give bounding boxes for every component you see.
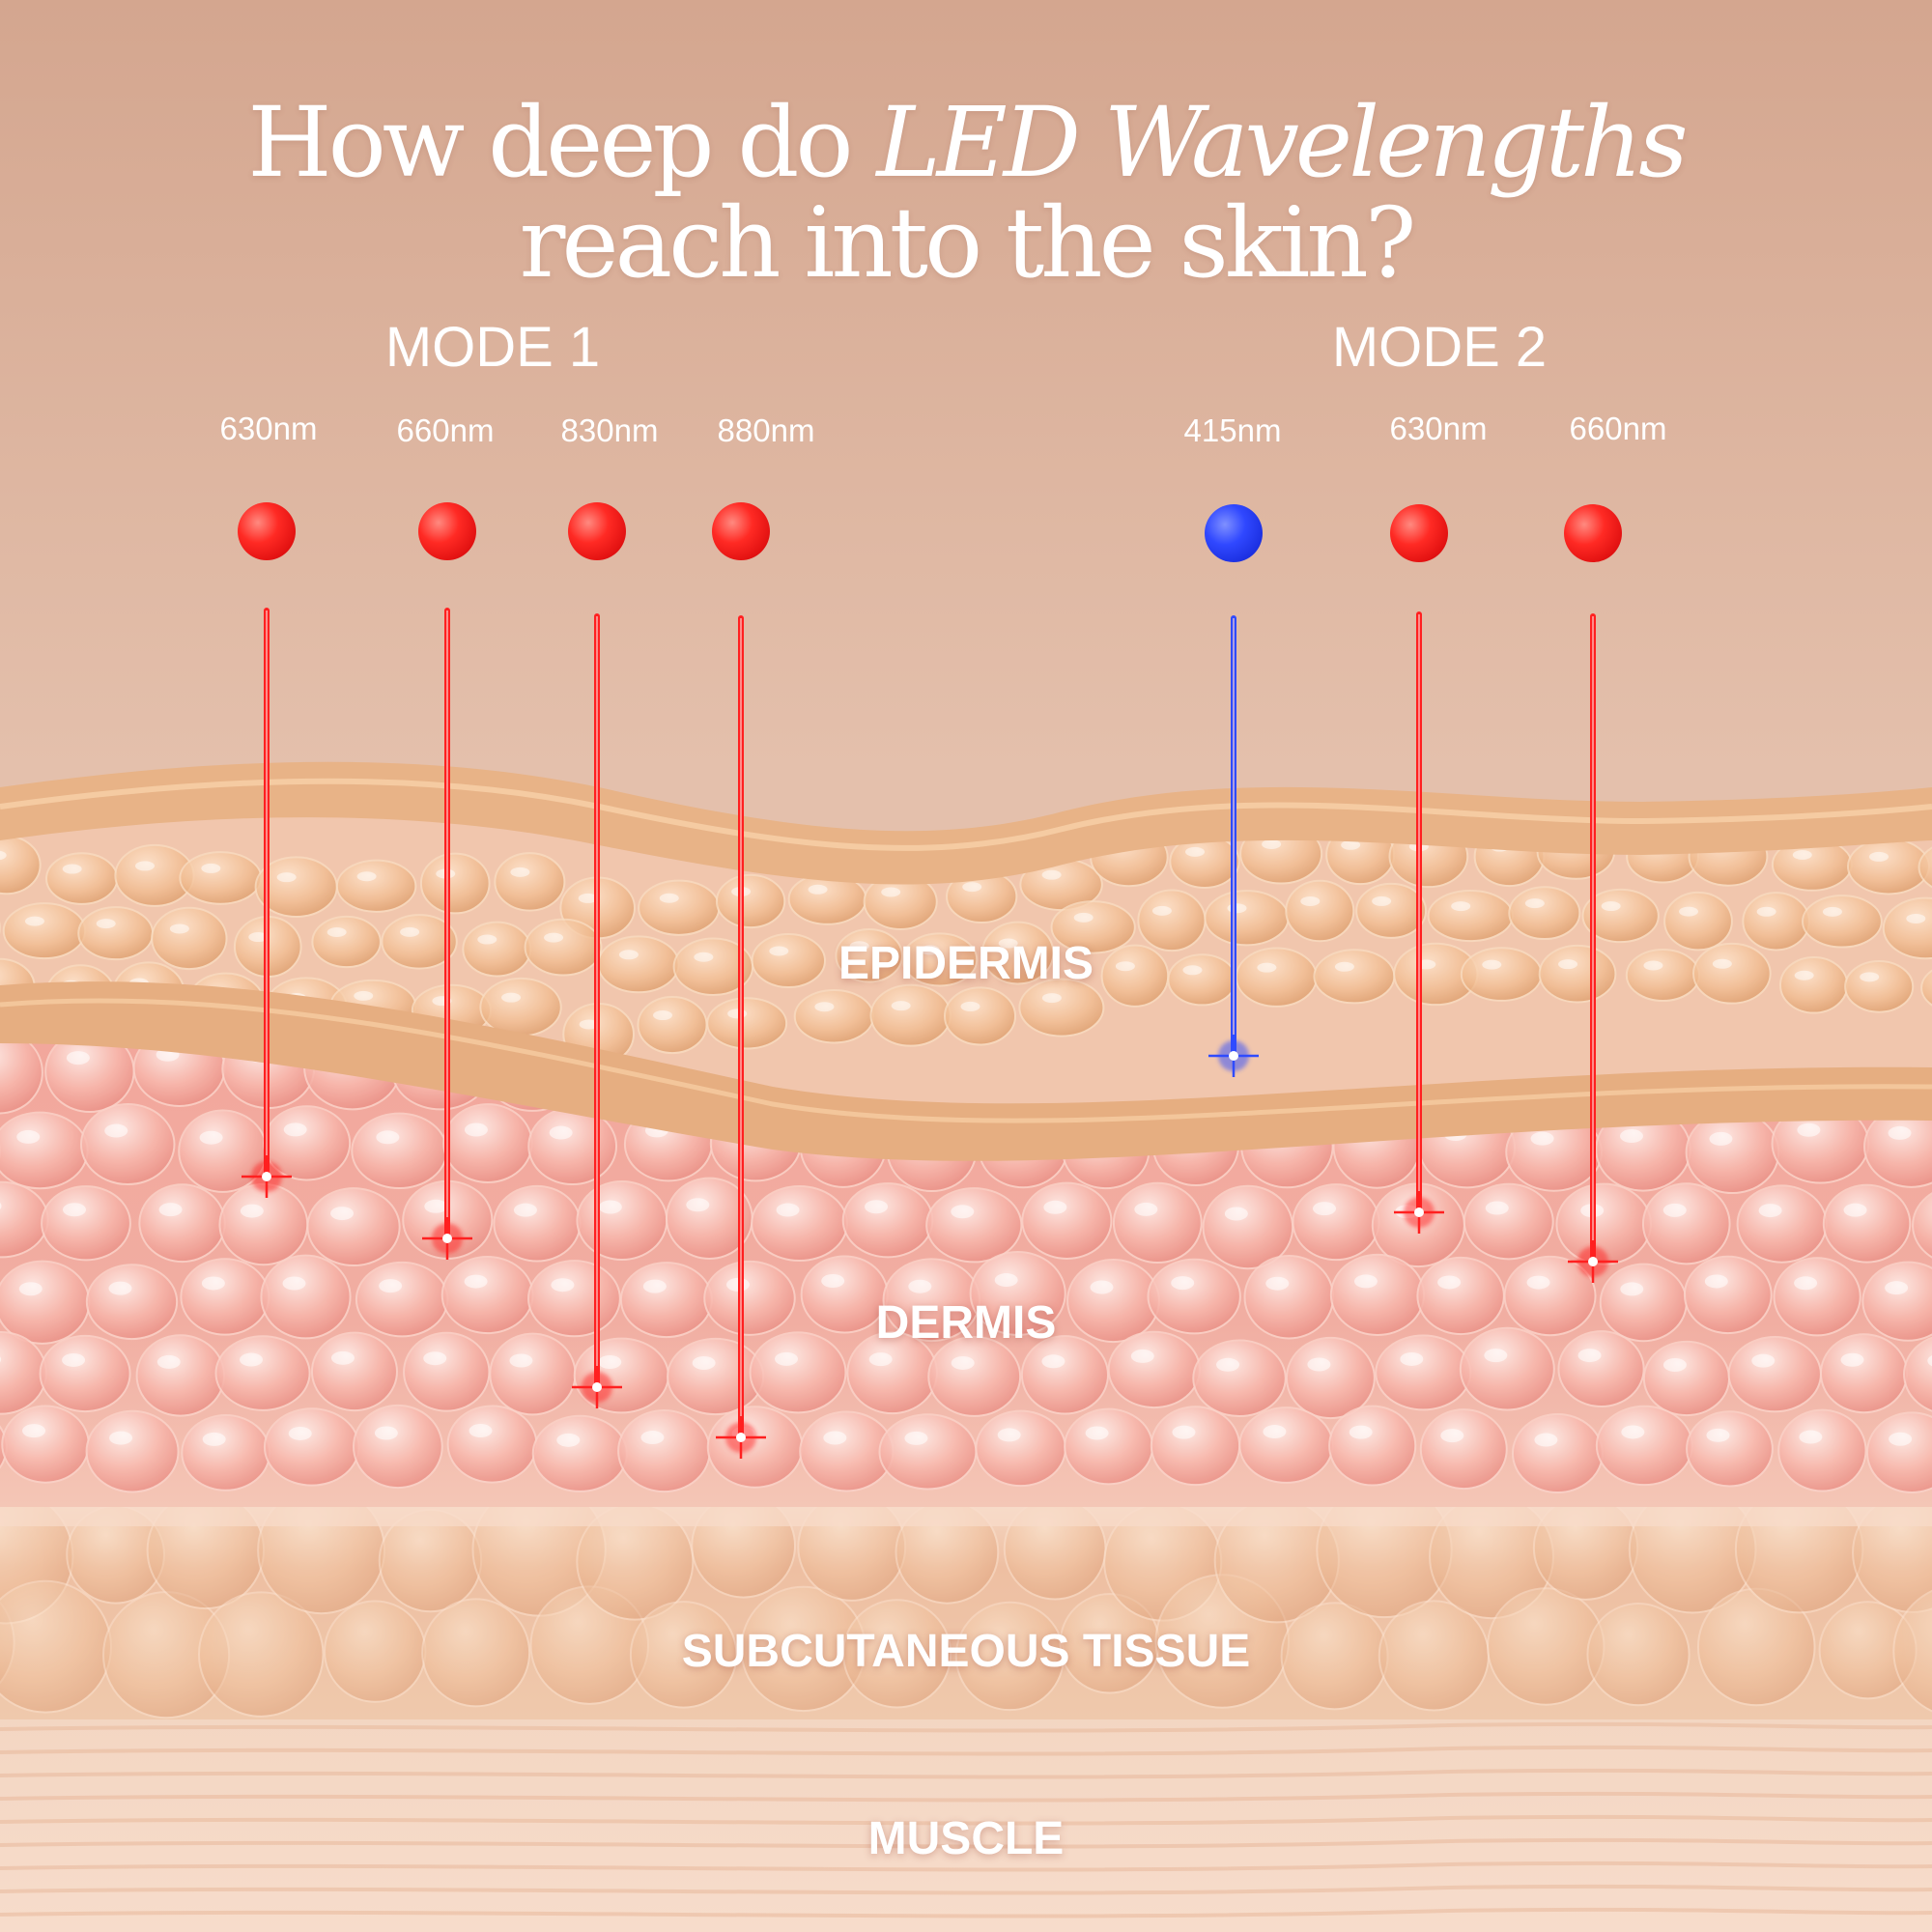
led-dot-mode1-880 <box>712 502 770 560</box>
layer-label-subcutaneous: SUBCUTANEOUS TISSUE <box>681 1626 1251 1677</box>
wavelength-label-mode2-630: 630nm <box>1389 411 1488 446</box>
wavelength-label-mode2-415: 415nm <box>1183 412 1282 448</box>
headline-start: How deep do <box>247 86 877 199</box>
wavelength-label-mode1-630: 630nm <box>219 411 318 446</box>
led-dot-mode1-830 <box>568 502 626 560</box>
epidermis-cells <box>0 823 1932 1065</box>
led-dot-mode2-630 <box>1390 504 1448 562</box>
mode-1-label: MODE 1 <box>384 316 601 379</box>
layer-label-dermis: DERMIS <box>875 1297 1057 1349</box>
mode-2-label: MODE 2 <box>1331 316 1548 379</box>
light-beam-mode2-415 <box>1208 615 1259 1077</box>
layer-label-muscle: MUSCLE <box>867 1813 1065 1864</box>
headline-line-1: How deep do LED Wavelengths <box>0 93 1932 193</box>
light-beam-mode1-660 <box>422 608 472 1260</box>
light-beam-mode1-630 <box>242 608 292 1198</box>
wavelength-label-mode2-660: 660nm <box>1569 411 1667 446</box>
wavelength-label-mode1-660: 660nm <box>396 412 495 448</box>
headline-line-2: reach into the skin? <box>519 186 1417 299</box>
led-dot-mode2-415 <box>1205 504 1263 562</box>
wavelength-label-mode1-830: 830nm <box>560 412 659 448</box>
headline-emphasis: LED Wavelengths <box>876 86 1688 199</box>
light-beam-mode2-660 <box>1568 613 1618 1283</box>
layer-label-epidermis: EPIDERMIS <box>838 938 1094 989</box>
led-dot-mode2-660 <box>1564 504 1622 562</box>
light-beam-mode1-880 <box>716 615 766 1459</box>
muscle-fibers <box>0 1721 1932 1918</box>
light-beam-mode1-830 <box>572 613 622 1408</box>
led-dot-mode1-660 <box>418 502 476 560</box>
led-dot-mode1-630 <box>238 502 296 560</box>
light-beam-mode2-630 <box>1394 611 1444 1234</box>
wavelength-label-mode1-880: 880nm <box>717 412 815 448</box>
